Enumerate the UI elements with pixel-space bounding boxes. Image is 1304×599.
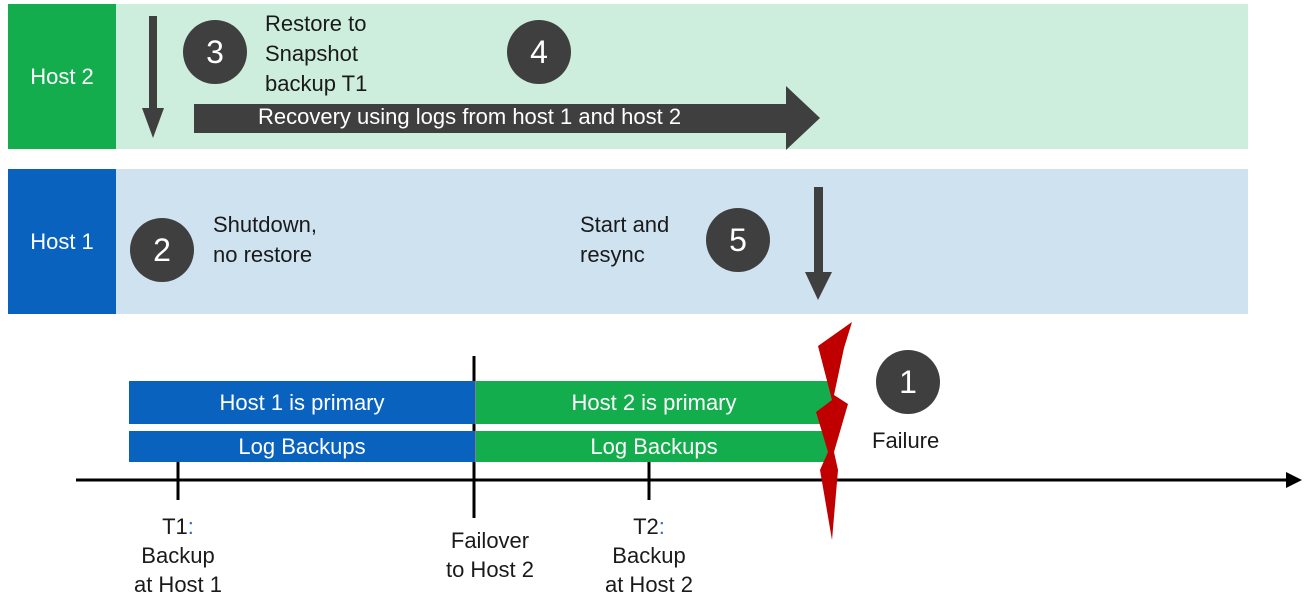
t1-description: Backup at Host 1 [133, 543, 223, 597]
host2-lane-label: Host 2 [8, 4, 116, 149]
down-arrow-icon [805, 187, 832, 300]
host2-log-backups-bar: Log Backups [476, 431, 832, 462]
t1-colon: : [187, 514, 194, 539]
recovery-arrow-label: Recovery using logs from host 1 and host… [258, 104, 682, 129]
down-arrow-icon [142, 16, 164, 138]
t2-tag: T2 [633, 514, 659, 539]
step-3-badge: 3 [183, 20, 247, 84]
host1-lane: Host 1 [8, 169, 1248, 314]
start-resync-note: Start and resync [580, 212, 670, 267]
step-4-badge: 4 [507, 20, 571, 84]
lightning-bolt-icon [816, 322, 852, 540]
failure-label: Failure [872, 428, 940, 453]
t1-label: T1: Backup at Host 1 [118, 512, 238, 599]
t2-colon: : [658, 514, 665, 539]
host1-log-backups-bar: Log Backups [129, 431, 475, 462]
failover-label: Failover to Host 2 [445, 528, 535, 582]
t2-heading: T2: [589, 512, 709, 541]
recovery-arrow [194, 86, 820, 150]
t1-tag: T1 [162, 514, 188, 539]
step-2-badge: 2 [130, 218, 194, 282]
t1-heading: T1: [118, 512, 238, 541]
restore-note: Restore to Snapshot backup T1 [265, 11, 368, 96]
host2-primary-bar: Host 2 is primary [476, 381, 832, 424]
host1-lane-label: Host 1 [8, 169, 116, 314]
shutdown-note: Shutdown, no restore [213, 212, 317, 267]
timeline-axis [76, 472, 1302, 488]
step-1-badge: 1 [876, 350, 940, 414]
t2-label: T2: Backup at Host 2 [589, 512, 709, 599]
step-5-badge: 5 [706, 208, 770, 272]
host1-primary-bar: Host 1 is primary [129, 381, 475, 424]
t2-description: Backup at Host 2 [604, 543, 694, 597]
